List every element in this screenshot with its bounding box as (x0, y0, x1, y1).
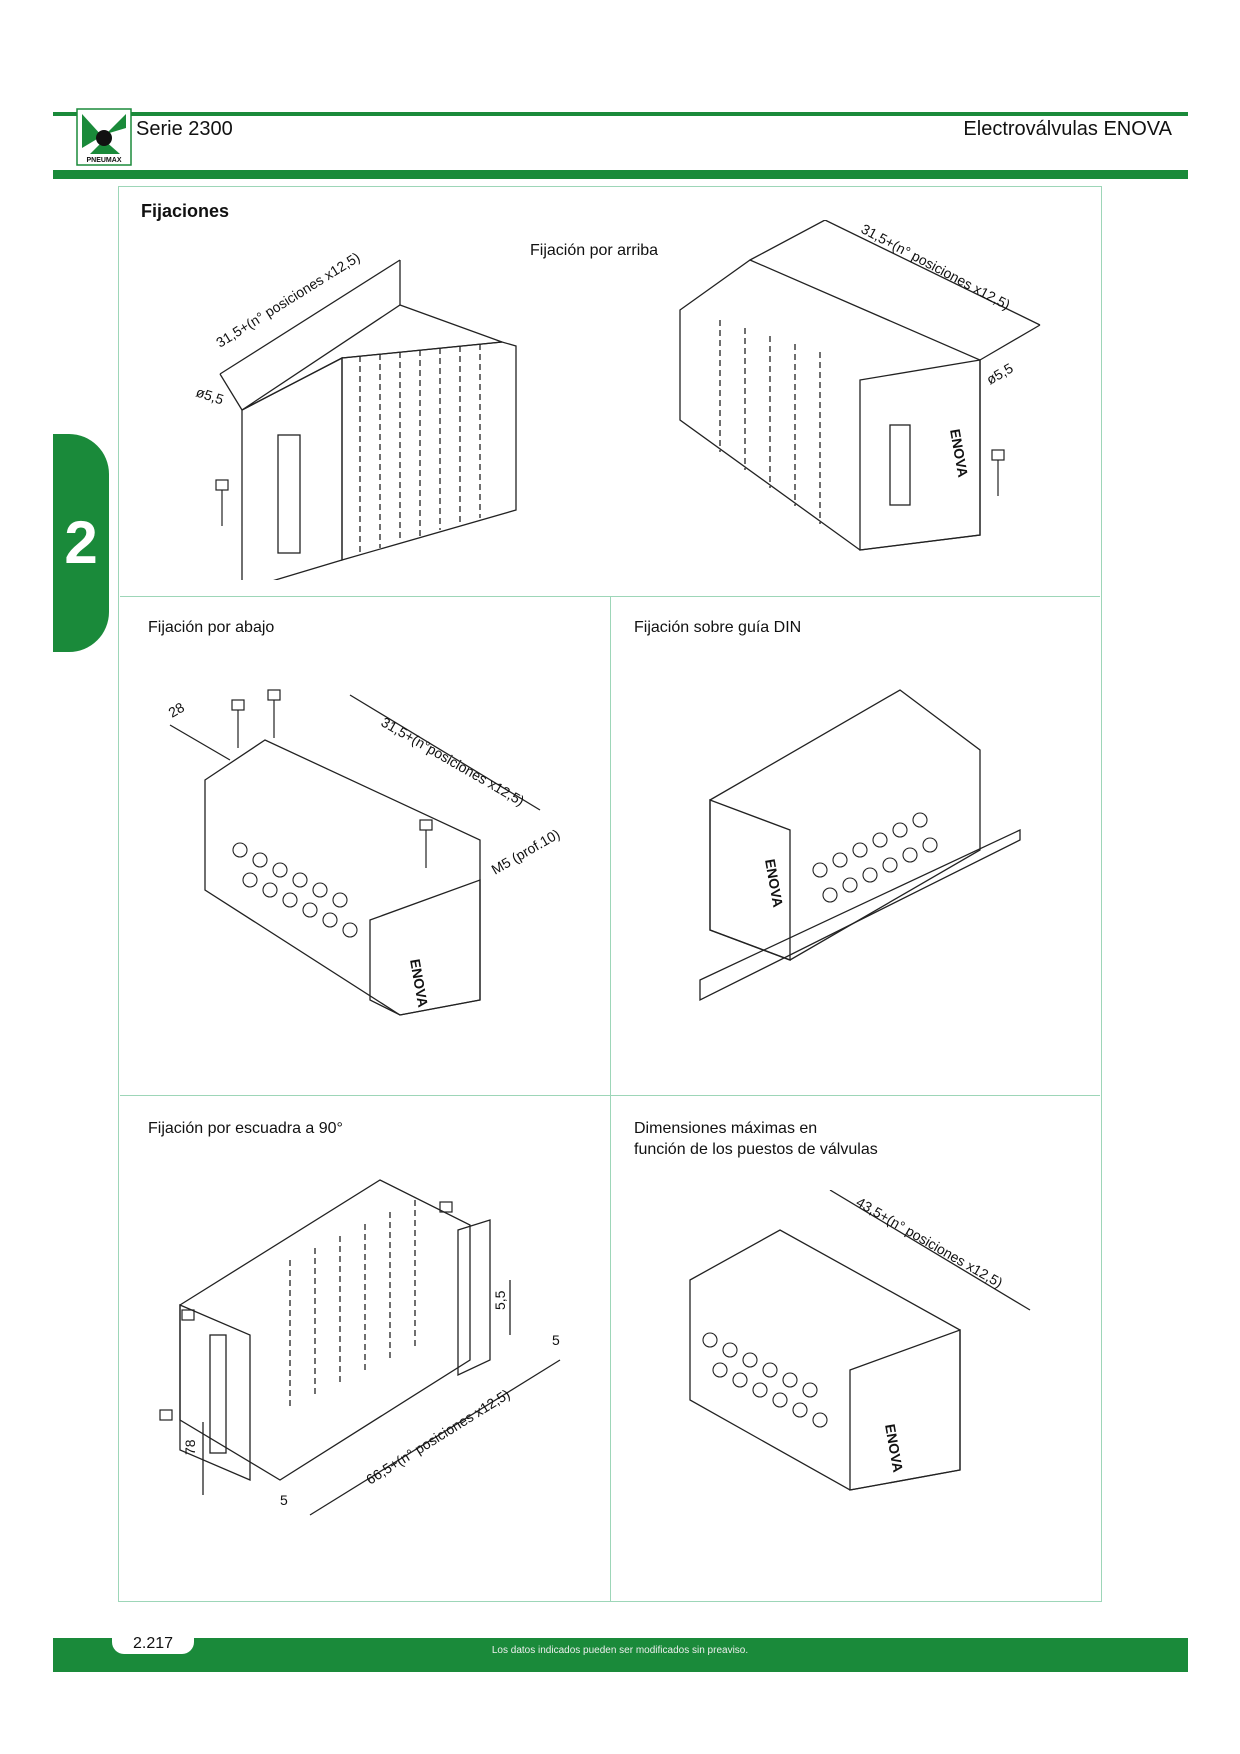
dim-line (824, 220, 1041, 326)
dim-len-text: 31,5+(n°posiciones x12,5) (379, 714, 528, 809)
dim-len-line (829, 1190, 1031, 1311)
screw-icon (215, 479, 229, 526)
block-outline (204, 739, 481, 1016)
drawing-bracket-mount: 5,5 5 78 5 66,5+(n° posiciones x12,5) (159, 1179, 561, 1516)
dim-len-line (309, 1359, 561, 1516)
end-plate (709, 799, 791, 961)
grid-divider-vertical (610, 596, 611, 1601)
product-label: Electroválvulas ENOVA (963, 118, 1172, 140)
end-plate (369, 879, 481, 1016)
dim-len-line (349, 694, 541, 811)
dim-5b-text: 5 (280, 1492, 288, 1508)
block-front-face (241, 356, 343, 580)
dim-ext (749, 220, 826, 261)
diam-text-left: ø5,5 (194, 384, 226, 408)
dim-len-text: 66,5+(n° posiciones x12,5) (363, 1386, 513, 1488)
dim-text-right: 31,5+(n° posiciones x12,5) (859, 221, 1013, 313)
dim-text-left: 31,5+(n° posiciones x12,5) (213, 249, 363, 351)
footer-disclaimer: Los datos indicados pueden ser modificad… (491, 1645, 749, 1656)
dim-55-text: 5,5 (492, 1290, 508, 1310)
caption-max-line1: Dimensiones máximas en (634, 1120, 818, 1137)
dim-5a-text: 5 (552, 1332, 560, 1348)
caption-max-line2: función de los puestos de válvulas (634, 1141, 878, 1158)
block-side-face (341, 341, 517, 561)
valve-division-lines (719, 320, 821, 524)
footer-bar (53, 1638, 1188, 1672)
dim-28-line (169, 724, 231, 761)
screw-icon (991, 449, 1005, 496)
port-circles (232, 842, 358, 938)
end-plate (179, 1304, 251, 1481)
dim-78-text: 78 (182, 1439, 198, 1455)
brand-mark: ENOVA (407, 958, 431, 1009)
series-label: Serie 2300 (136, 118, 233, 140)
end-plate-slot (209, 1334, 227, 1454)
caption-top-mount: Fijación por arriba (530, 242, 659, 259)
page-number: 2.217 (112, 1634, 194, 1654)
screw-icon (159, 1201, 453, 1421)
end-plate (849, 1329, 961, 1491)
drawing-max-dimensions: 43,5+(n° posiciones x12,5) ENOVA (689, 1190, 1031, 1491)
brand-mark: ENOVA (947, 428, 971, 479)
valve-division-lines (289, 1200, 416, 1410)
block-outline (689, 1229, 961, 1491)
header-bottom-rule (53, 170, 1188, 179)
section-title: Fijaciones (141, 201, 230, 221)
drawing-top-mount-right: 31,5+(n° posiciones x12,5) ø5,5 ENOVA (679, 220, 1041, 551)
bracket-plate (457, 1219, 491, 1377)
port-circles (702, 1332, 828, 1428)
port-circles (812, 812, 938, 903)
caption-bracket-mount: Fijación por escuadra a 90° (148, 1120, 343, 1137)
dim-28-text: 28 (166, 699, 188, 721)
caption-din-mount: Fijación sobre guía DIN (634, 619, 802, 636)
pneumax-logo: PNEUMAX (76, 108, 132, 166)
header-top-rule (53, 112, 1188, 116)
drawing-top-mount-left: 31,5+(n° posiciones x12,5) ø5,5 (194, 249, 517, 580)
thread-text: M5 (prof.10) (489, 826, 563, 878)
caption-bottom-mount: Fijación por abajo (148, 619, 275, 636)
brand-mark: ENOVA (882, 1423, 906, 1474)
logo-text: PNEUMAX (86, 157, 121, 164)
end-plate-slot (277, 434, 301, 554)
connector-icon (889, 424, 911, 506)
dim-len-text: 43,5+(n° posiciones x12,5) (854, 1194, 1006, 1291)
valve-division-lines (359, 344, 481, 554)
diam-text-right: ø5,5 (984, 360, 1016, 388)
drawing-din-mount: ENOVA (699, 689, 1021, 1002)
content-frame (118, 186, 1102, 1602)
din-rail (699, 828, 1021, 1002)
screw-icon (231, 689, 433, 868)
chapter-number: 2 (64, 509, 98, 576)
drawing-bottom-mount: 28 31,5+(n°posiciones x12,5) M5 (prof.10… (166, 689, 563, 1016)
dim-line (219, 259, 401, 375)
block-top-face (241, 304, 503, 411)
chapter-tab (53, 434, 109, 652)
block-outline (709, 689, 981, 961)
end-plate (859, 359, 981, 551)
brand-mark: ENOVA (762, 858, 786, 909)
block-outline (679, 259, 981, 551)
